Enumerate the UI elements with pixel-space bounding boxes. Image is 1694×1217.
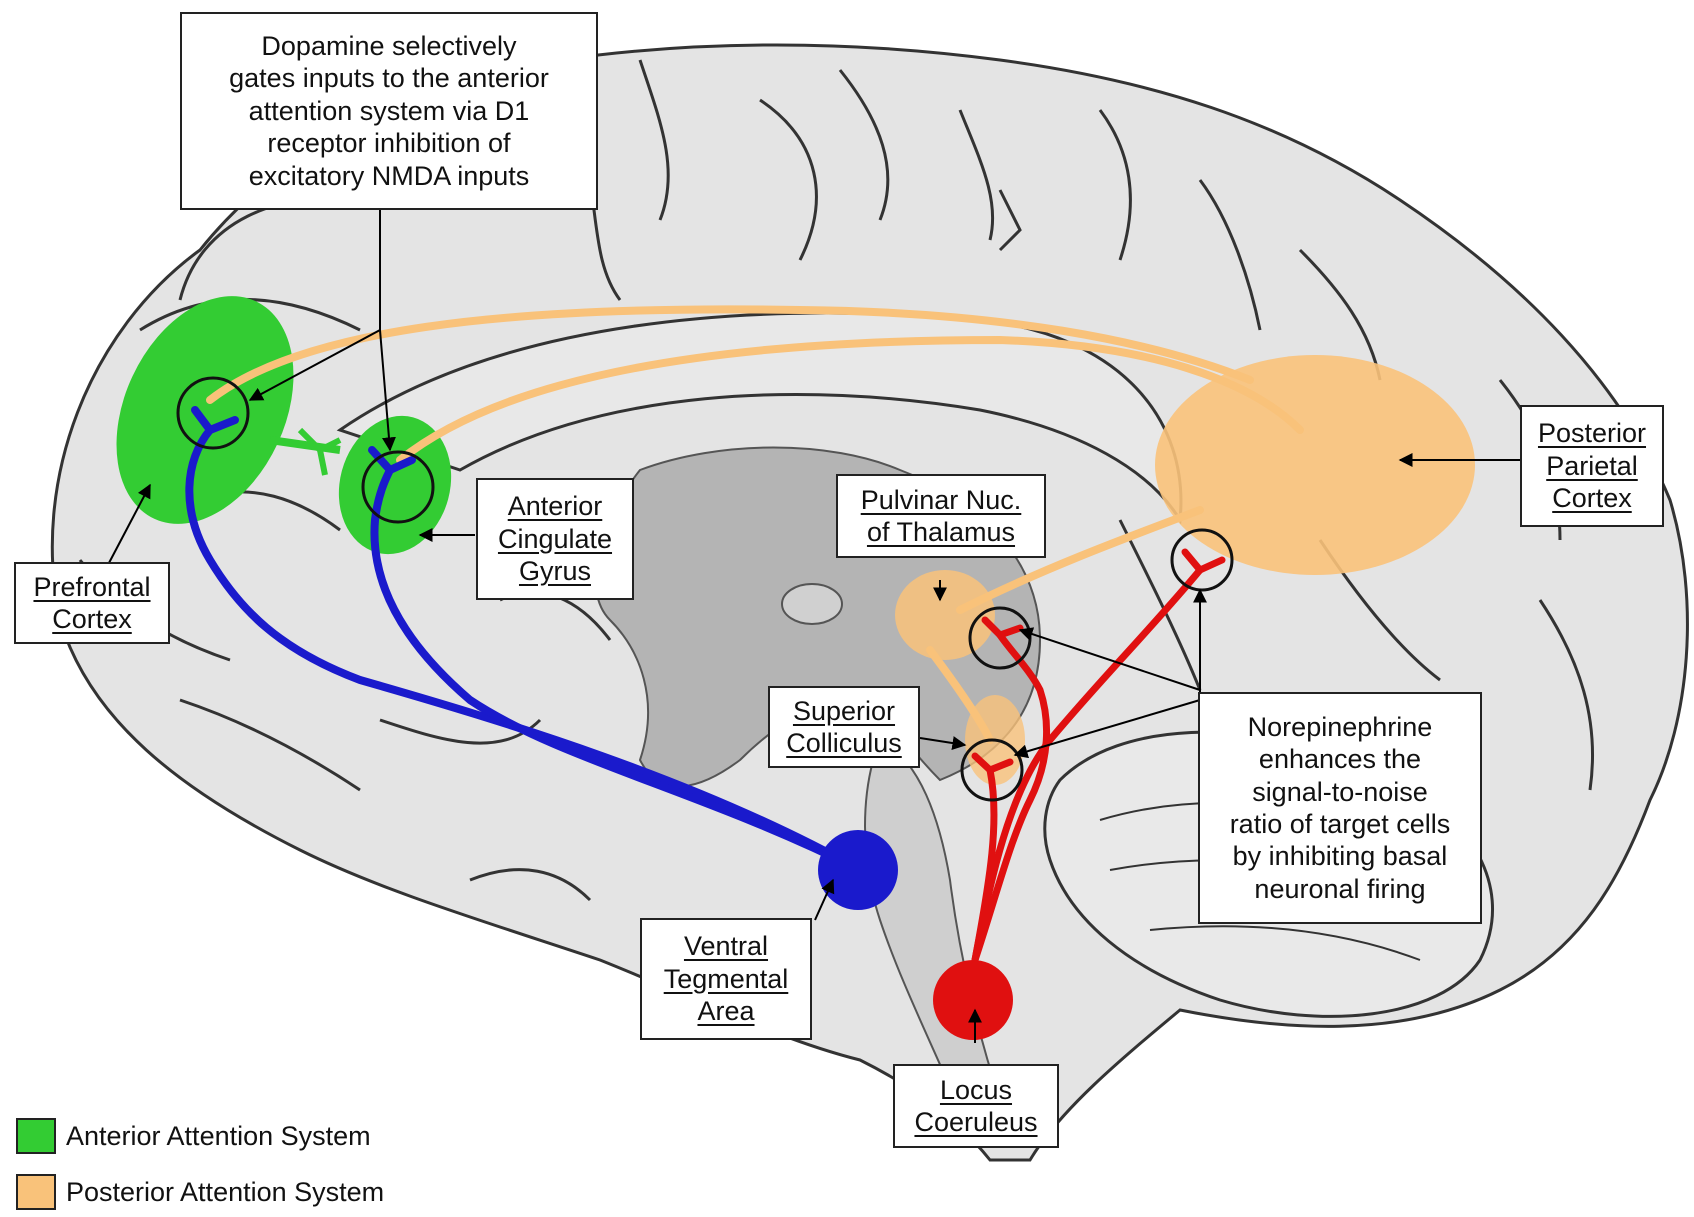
anterior-commissure xyxy=(782,584,842,624)
legend-posterior: Posterior Attention System xyxy=(16,1174,384,1210)
label-superior-colliculus: Superior Colliculus xyxy=(768,686,920,768)
dopamine-annotation: Dopamine selectively gates inputs to the… xyxy=(180,12,598,210)
norepinephrine-annotation: Norepinephrine enhances the signal-to-no… xyxy=(1198,692,1482,924)
label-prefrontal-cortex: Prefrontal Cortex xyxy=(14,562,170,644)
label-ventral-tegmental-area: Ventral Tegmental Area xyxy=(640,918,812,1040)
label-pulvinar: Pulvinar Nuc. of Thalamus xyxy=(836,474,1046,558)
vta-nucleus xyxy=(818,830,898,910)
label-locus-coeruleus: Locus Coeruleus xyxy=(893,1064,1059,1148)
legend-anterior: Anterior Attention System xyxy=(16,1118,371,1154)
label-posterior-parietal-cortex: Posterior Parietal Cortex xyxy=(1520,405,1664,527)
legend-swatch-anterior xyxy=(16,1118,56,1154)
legend-swatch-posterior xyxy=(16,1174,56,1210)
legend-label-anterior: Anterior Attention System xyxy=(66,1121,371,1152)
locus-coeruleus-nucleus xyxy=(933,960,1013,1040)
dopamine-annotation-text: Dopamine selectively gates inputs to the… xyxy=(229,30,549,192)
posterior-parietal-region xyxy=(1155,355,1475,575)
legend-label-posterior: Posterior Attention System xyxy=(66,1177,384,1208)
label-anterior-cingulate-gyrus: Anterior Cingulate Gyrus xyxy=(476,478,634,600)
norepinephrine-annotation-text: Norepinephrine enhances the signal-to-no… xyxy=(1230,711,1451,905)
